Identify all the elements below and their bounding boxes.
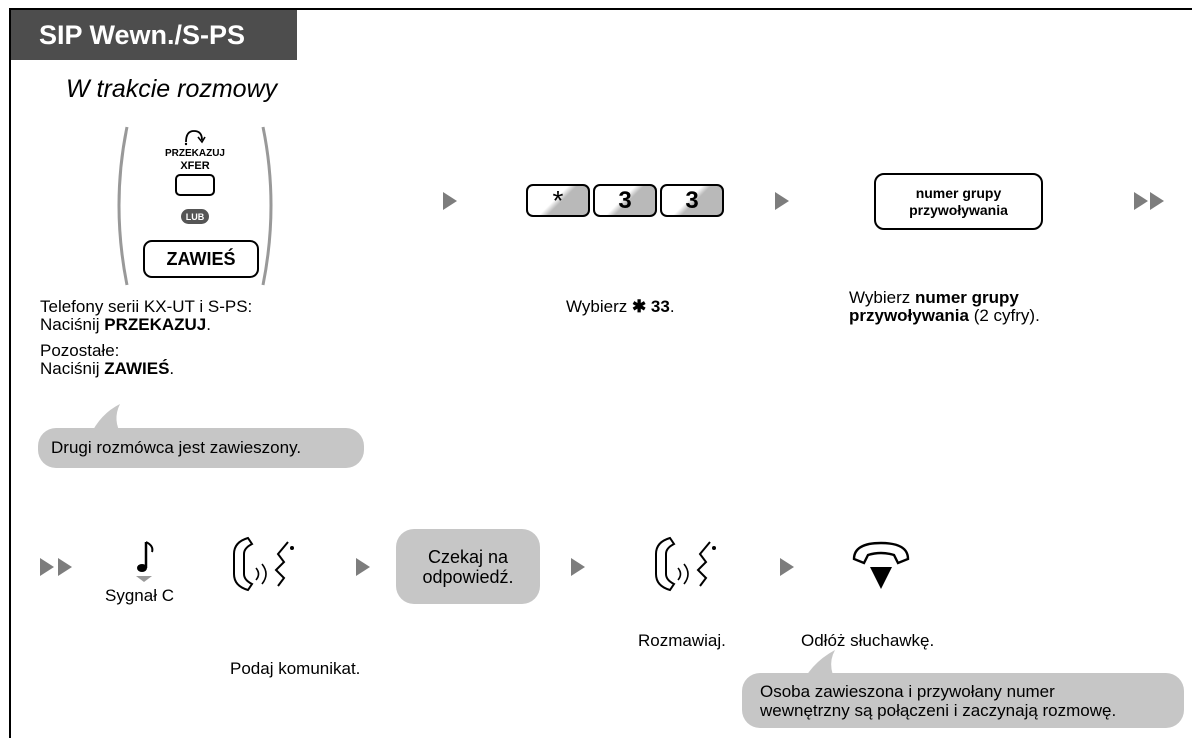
step-arrow bbox=[1150, 192, 1164, 210]
subtitle: W trakcie rozmowy bbox=[66, 75, 278, 103]
przekazuj-small-label: PRZEKAZUJ bbox=[164, 148, 225, 159]
zawies-button[interactable]: ZAWIEŚ bbox=[143, 240, 259, 278]
step1-line4: Naciśnij ZAWIEŚ. bbox=[40, 359, 175, 378]
page-header: SIP Wewn./S-PS bbox=[11, 10, 297, 60]
talk-label: Rozmawiaj. bbox=[638, 631, 726, 650]
step1-line3: Pozostałe: bbox=[40, 341, 120, 360]
connected-line2: wewnętrzny są połączeni i zaczynają rozm… bbox=[760, 701, 1117, 720]
paging-group-number-button[interactable]: numer grupy przywoływania bbox=[874, 173, 1043, 230]
star-key[interactable]: * bbox=[526, 184, 590, 217]
step1-line2: Naciśnij PRZEKAZUJ. bbox=[40, 315, 211, 334]
tone-note-icon bbox=[136, 541, 154, 582]
lub-badge: LUB bbox=[181, 209, 209, 224]
step-arrow bbox=[780, 558, 794, 576]
page-frame bbox=[9, 8, 1192, 738]
header-title: SIP Wewn./S-PS bbox=[39, 19, 246, 50]
wait-answer-bubble: Czekaj na odpowiedź. bbox=[396, 529, 540, 604]
step3-caption: Wybierz numer grupy przywoływania (2 cyf… bbox=[849, 288, 1040, 325]
step2-caption: Wybierz ✱ 33. bbox=[566, 297, 675, 316]
step-arrow bbox=[356, 558, 370, 576]
step-arrow bbox=[1134, 192, 1148, 210]
phone-panel-brackets bbox=[117, 126, 273, 286]
xfer-small-label: XFER bbox=[180, 160, 210, 172]
step-arrow bbox=[571, 558, 585, 576]
step-arrow bbox=[443, 192, 457, 210]
step1-line1: Telefony serii KX-UT i S-PS: bbox=[40, 297, 253, 316]
announce-label: Podaj komunikat. bbox=[230, 659, 361, 678]
tone-label: Sygnał C bbox=[105, 586, 174, 605]
wait-line1: Czekaj na bbox=[427, 546, 509, 567]
paging-button-line1: numer grupy bbox=[915, 184, 1002, 201]
wait-line2: odpowiedź. bbox=[422, 566, 514, 587]
connected-bubble: Osoba zawieszona i przywołany numer wewn… bbox=[742, 673, 1184, 728]
transfer-icon bbox=[184, 130, 206, 146]
digit-3-key[interactable]: 3 bbox=[660, 184, 724, 217]
talking-handset-icon bbox=[655, 536, 716, 592]
transfer-button[interactable] bbox=[175, 174, 215, 196]
step1-caption: Telefony serii KX-UT i S-PS: Naciśnij PR… bbox=[40, 298, 252, 378]
step-arrow bbox=[40, 558, 54, 576]
step-arrow bbox=[775, 192, 789, 210]
digit-3-key[interactable]: 3 bbox=[593, 184, 657, 217]
hold-bubble: Drugi rozmówca jest zawieszony. bbox=[38, 428, 364, 468]
hang-up-icon bbox=[852, 541, 910, 589]
talking-handset-icon bbox=[233, 536, 294, 592]
paging-button-line2: przywoływania bbox=[909, 201, 1008, 218]
step-arrow bbox=[58, 558, 72, 576]
connected-line1: Osoba zawieszona i przywołany numer bbox=[760, 682, 1055, 701]
hangup-label: Odłóż słuchawkę. bbox=[801, 631, 935, 650]
